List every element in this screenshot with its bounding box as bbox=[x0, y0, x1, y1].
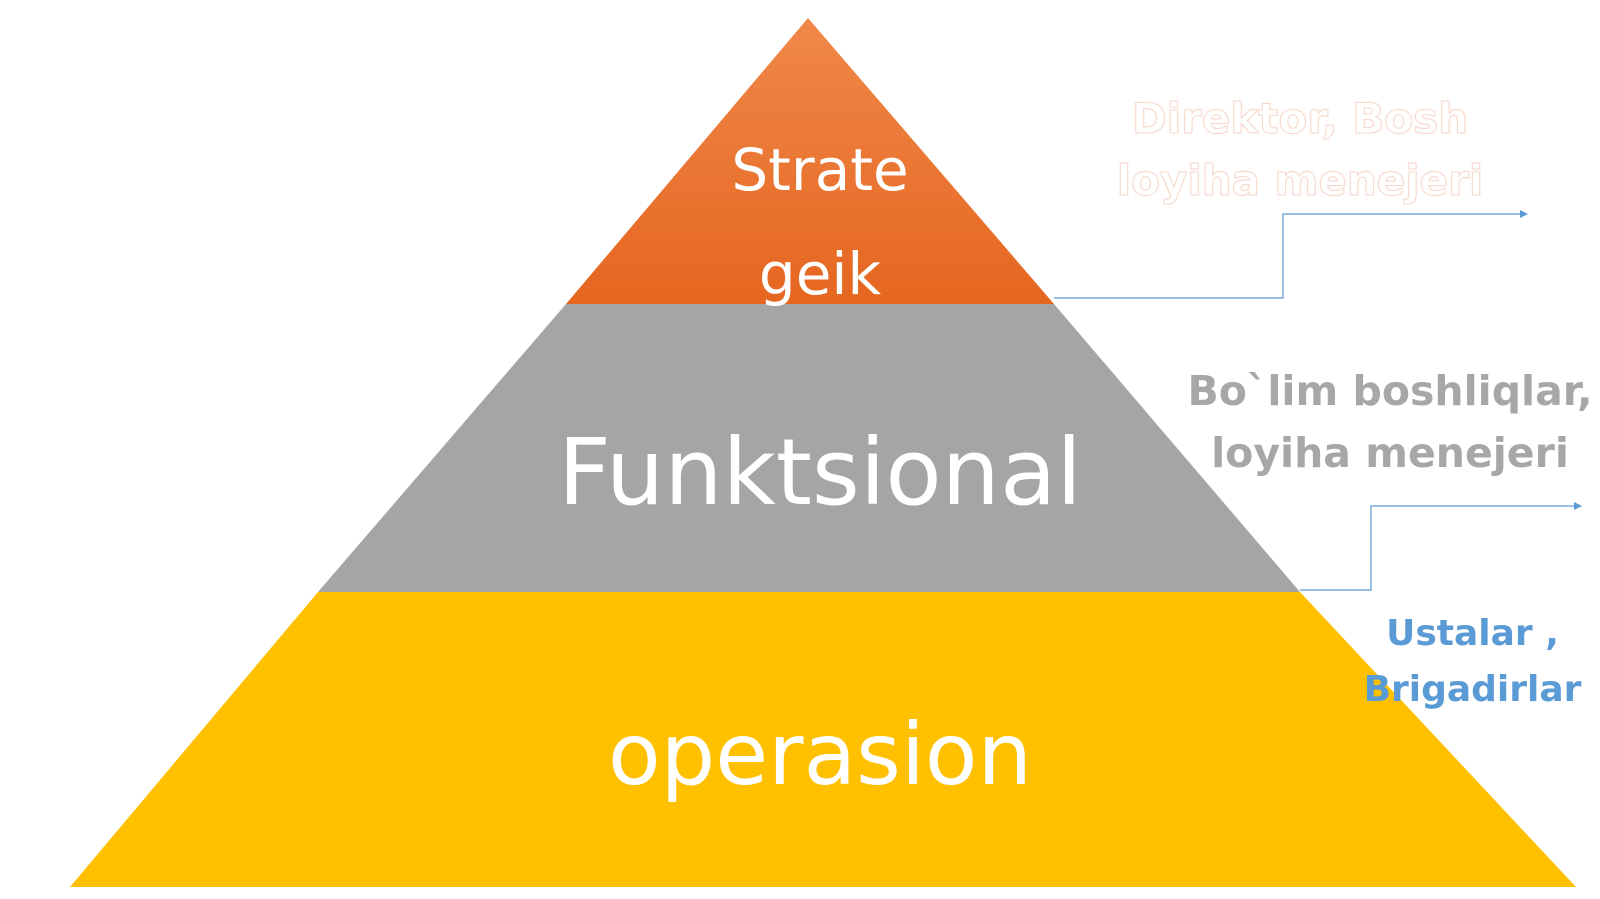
connector-line-top bbox=[1054, 213, 1520, 299]
strategic-tier-label-line2: geik bbox=[758, 240, 882, 308]
side-label-bottom: Ustalar , Brigadirlar bbox=[1360, 606, 1585, 718]
side-label-top-line1: Direktor, Bosh bbox=[1131, 94, 1469, 144]
connector-line-middle bbox=[1300, 505, 1574, 591]
side-label-middle-line1: Bo`lim boshliqlar, bbox=[1187, 367, 1593, 415]
side-label-bottom-line2: Brigadirlar bbox=[1363, 669, 1582, 710]
side-label-middle-line2: loyiha menejeri bbox=[1211, 429, 1569, 477]
side-label-top: Direktor, Bosh loyiha menejeri bbox=[1100, 88, 1500, 212]
side-label-top-line2: loyiha menejeri bbox=[1116, 156, 1484, 206]
functional-tier-label: Funktsional bbox=[558, 419, 1082, 526]
operational-tier-label: operasion bbox=[608, 705, 1032, 805]
functional-tier bbox=[318, 304, 1300, 592]
connector-arrowhead-middle bbox=[1574, 502, 1582, 510]
side-label-bottom-line1: Ustalar , bbox=[1386, 613, 1559, 654]
strategic-tier bbox=[566, 18, 1054, 304]
strategic-tier-label: Strate geik bbox=[660, 118, 980, 326]
operational-tier bbox=[70, 592, 1576, 887]
connector-arrowhead-top bbox=[1520, 210, 1528, 218]
side-label-middle: Bo`lim boshliqlar, loyiha menejeri bbox=[1185, 360, 1595, 484]
strategic-tier-label-line1: Strate bbox=[731, 136, 909, 204]
